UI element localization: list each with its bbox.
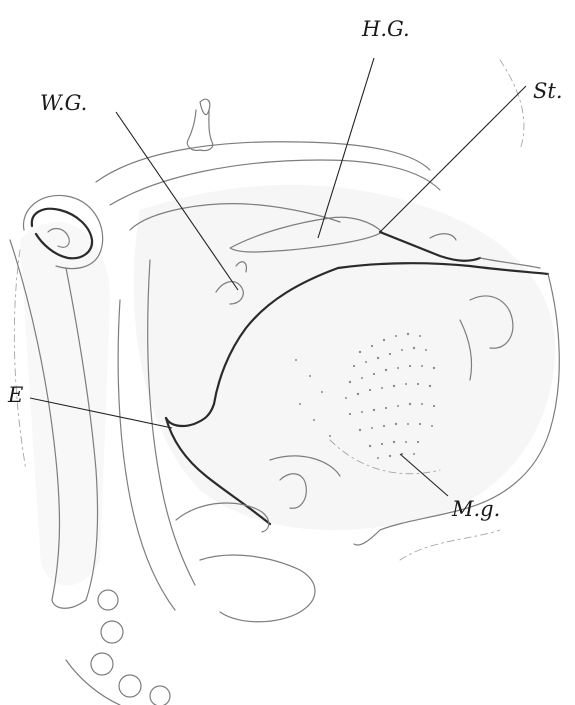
st-leader: [380, 86, 526, 232]
label-hg: H.G.: [361, 17, 410, 41]
label-st: St.: [533, 79, 563, 103]
tissue-shading: [20, 185, 555, 586]
label-e: E: [7, 383, 23, 407]
bottom-circles: [66, 590, 170, 705]
small-top-structure: [187, 99, 212, 150]
label-wg: W.G.: [40, 91, 87, 115]
label-mg: M.g.: [451, 497, 500, 521]
